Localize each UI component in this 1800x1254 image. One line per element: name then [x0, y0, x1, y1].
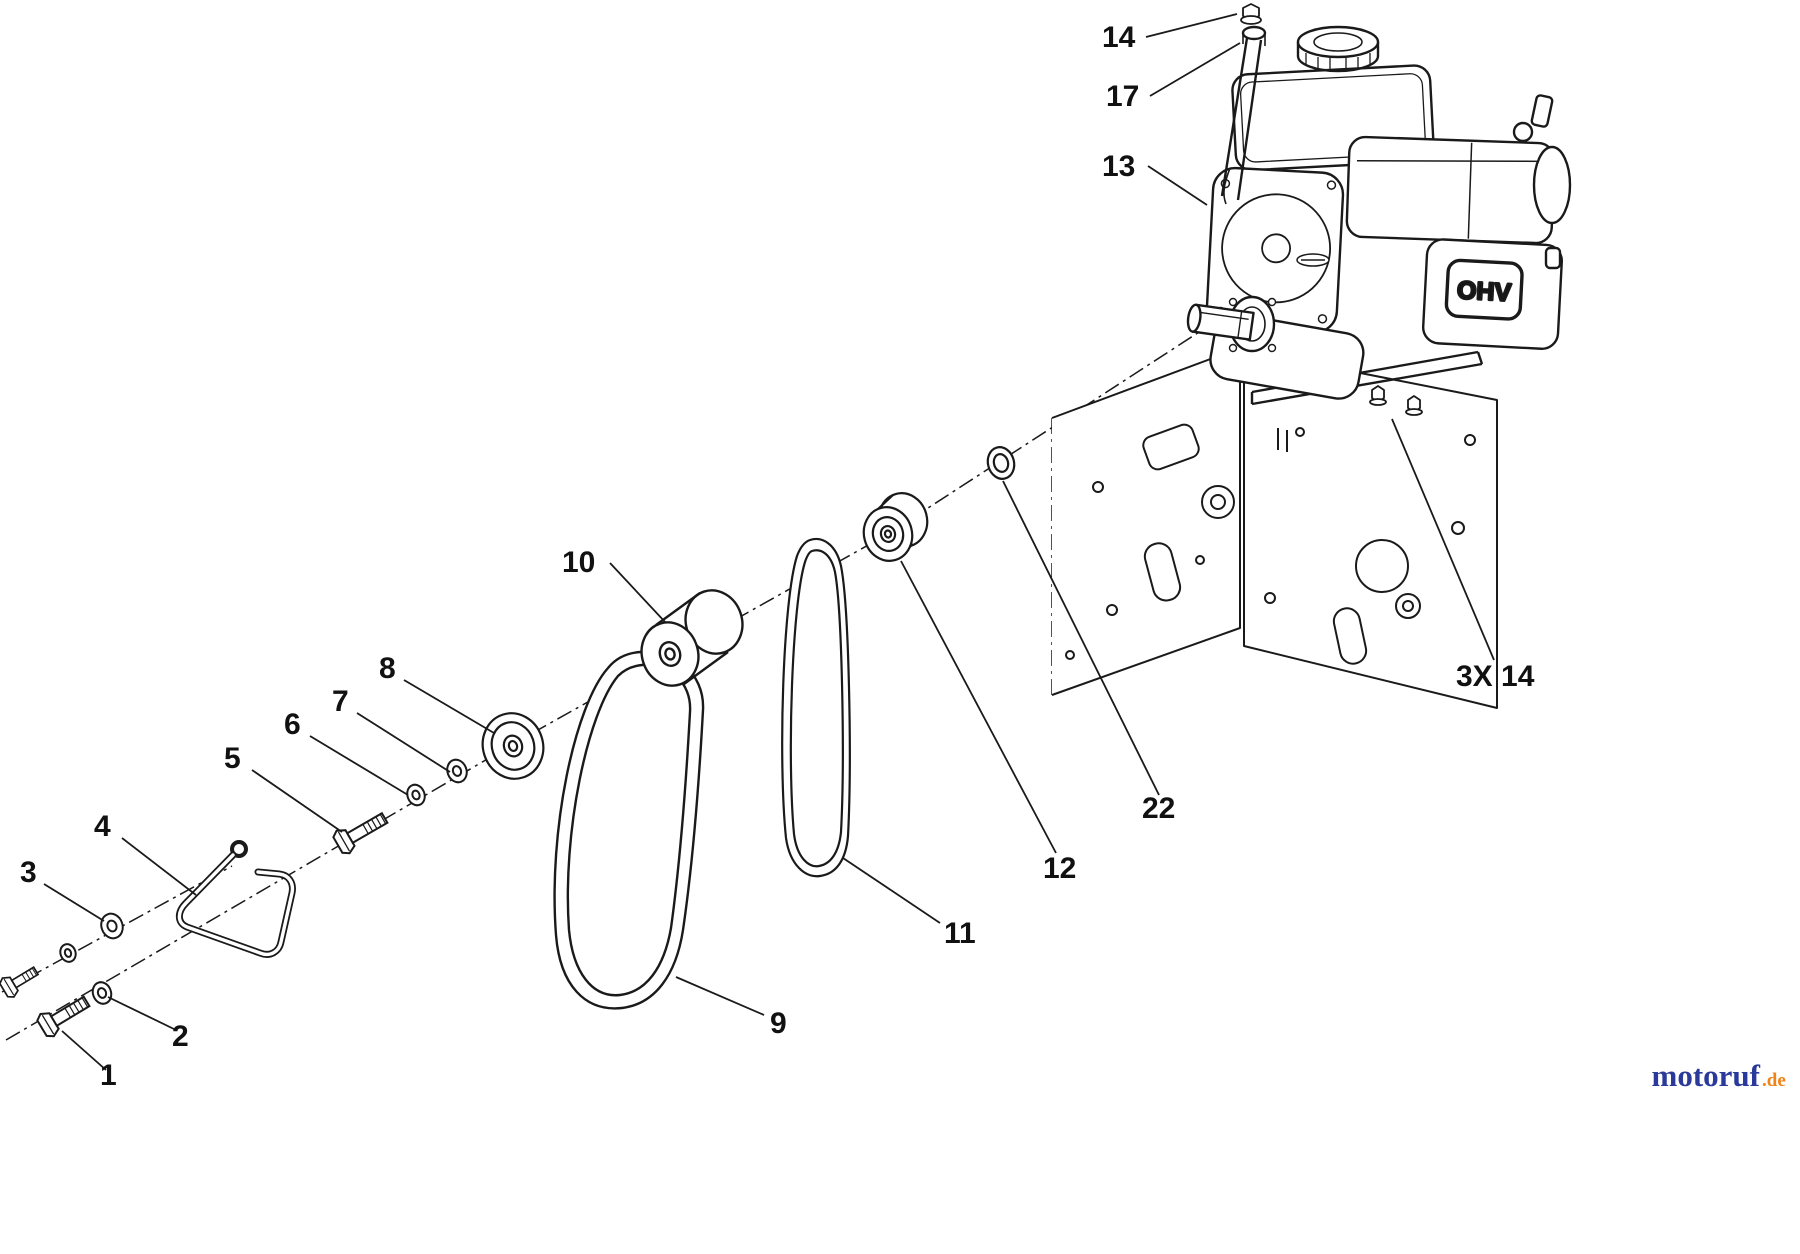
callout-17: 17: [1106, 80, 1139, 113]
leader-12: [900, 560, 1057, 854]
frame-left-plate: [1052, 348, 1240, 695]
leader-11: [842, 857, 941, 924]
callout-3: 3: [20, 856, 37, 889]
leader-5: [251, 769, 343, 833]
air-cleaner: [1345, 135, 1556, 245]
leader-6: [309, 735, 409, 796]
leader-3x14: [1391, 418, 1495, 661]
fuel-cap: [1296, 25, 1380, 73]
ohv-badge-text: OHV: [1456, 276, 1512, 307]
leader-3: [43, 883, 105, 922]
callout-1: 1: [100, 1059, 117, 1092]
leader-10: [609, 562, 667, 624]
callouts: 1 2 3 4 5 6 7 8 9 10 11 12 13 14 17 22 3…: [20, 21, 1535, 1092]
leader-2: [107, 996, 177, 1031]
callout-13: 13: [1102, 150, 1135, 183]
pulley-10: [640, 589, 744, 687]
bolt-1: [36, 995, 91, 1038]
belt-11-inner: [789, 549, 844, 868]
callout-22: 22: [1142, 792, 1175, 825]
frame-right-plate-holes: [1264, 427, 1476, 665]
frame-left-plate-edges: [1051, 347, 1241, 696]
frame-assembly: [1051, 347, 1498, 709]
leader-14: [1145, 13, 1238, 38]
hardware-lower-left: [0, 912, 124, 1038]
belt-guide-bracket-4: [175, 840, 296, 958]
leader-9: [675, 976, 765, 1016]
frame-right-plate: [1243, 349, 1498, 709]
engine-13: OHV: [1186, 3, 1572, 416]
dipstick-tube-17: [1220, 25, 1267, 205]
flange-nut-14: [1240, 3, 1262, 25]
leader-22: [1002, 480, 1160, 796]
callout-3x14: 3X 14: [1456, 660, 1535, 693]
carburetor-muffler: [1512, 94, 1572, 270]
leader-17: [1149, 42, 1241, 97]
leader-1: [61, 1030, 107, 1071]
belt-11-outer: [781, 537, 851, 878]
pulley-12: [862, 492, 929, 562]
bracket-wire-outer: [175, 851, 296, 958]
bracket-wire-inner: [177, 853, 295, 957]
leader-lines: [43, 13, 1495, 1071]
callout-2: 2: [172, 1020, 189, 1053]
bolt-5: [332, 811, 389, 855]
callout-11: 11: [944, 917, 976, 950]
leader-8: [403, 679, 495, 734]
ohv-cover: OHV: [1421, 238, 1564, 350]
callout-10: 10: [562, 546, 595, 579]
washer-22: [986, 446, 1016, 480]
washer-2: [91, 981, 113, 1005]
watermark: motoruf .de: [1652, 1058, 1786, 1093]
v-belt-9: [553, 650, 705, 1010]
brand-mark: [1296, 253, 1330, 267]
leader-4: [121, 837, 197, 896]
callout-5: 5: [224, 742, 241, 775]
callout-7: 7: [332, 685, 349, 718]
callout-14: 14: [1102, 21, 1136, 54]
washer-6: [406, 783, 426, 807]
watermark-tld: .de: [1762, 1070, 1786, 1091]
callout-12: 12: [1043, 852, 1076, 885]
washer-3: [100, 912, 124, 940]
ohv-badge: [1444, 258, 1524, 321]
idler-pulley-8: [481, 712, 545, 780]
leader-13: [1147, 165, 1208, 206]
blower-housing: [1205, 166, 1345, 334]
callout-8: 8: [379, 652, 396, 685]
bracket-eyelet: [230, 840, 248, 858]
leader-7: [356, 712, 451, 773]
hardware-mid: [332, 758, 468, 855]
watermark-name: motoruf: [1652, 1058, 1761, 1093]
callout-4: 4: [94, 810, 111, 843]
bolt-3: [0, 966, 40, 998]
callout-9: 9: [770, 1007, 787, 1040]
callout-6: 6: [284, 708, 301, 741]
crankshaft: [1186, 303, 1255, 341]
lock-washer: [59, 943, 77, 963]
washer-7: [446, 758, 468, 784]
frame-left-plate-holes: [1065, 423, 1235, 660]
v-belt-11: [781, 537, 851, 878]
